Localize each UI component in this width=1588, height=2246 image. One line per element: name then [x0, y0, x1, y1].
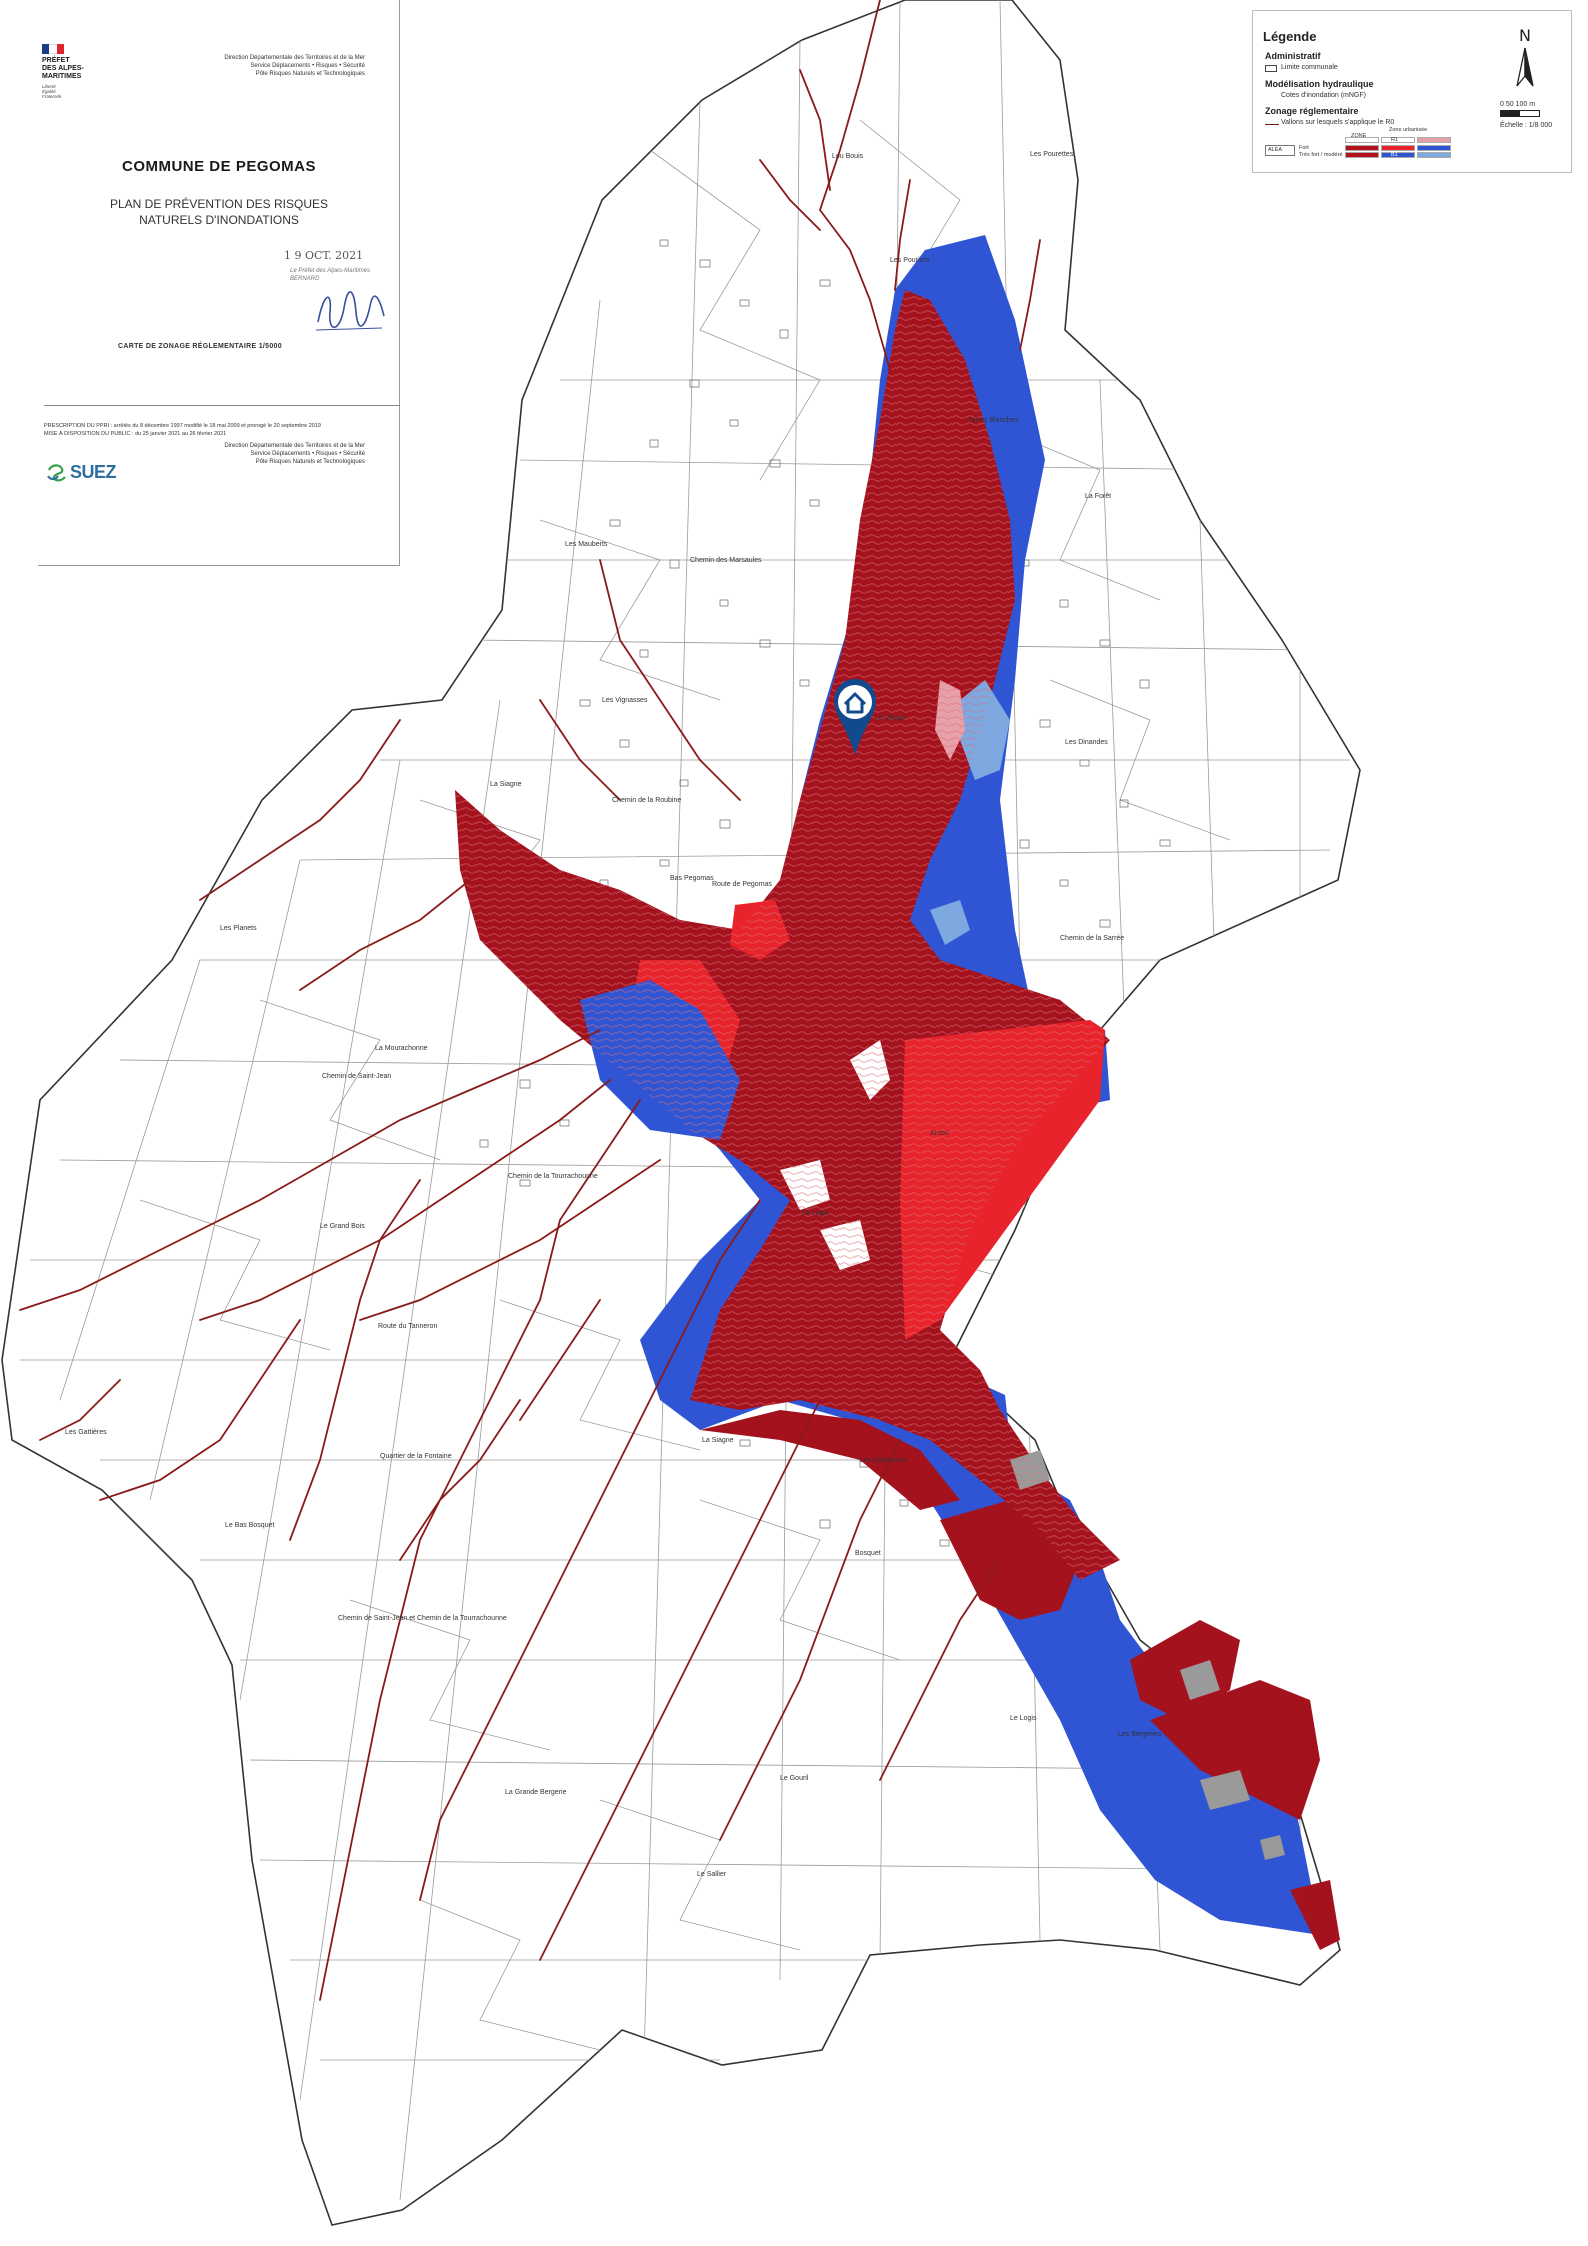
map-label: Chemin de la Sarrée	[1060, 935, 1124, 942]
map-label: Lou Bouis	[832, 153, 864, 160]
scale-bar: 0 50 100 m	[1500, 101, 1580, 119]
map-label: Bosquet	[855, 1550, 881, 1557]
french-flag-icon	[42, 44, 64, 54]
suez-wordmark: SUEZ	[70, 462, 117, 482]
location-pin-icon[interactable]	[832, 677, 878, 757]
direction-header: Direction Départementale des Territoires…	[224, 55, 365, 77]
direction-footer: Direction Départementale des Territoires…	[224, 443, 365, 465]
legend-table-r1: R1	[1391, 137, 1399, 143]
north-arrow-icon	[1516, 47, 1534, 87]
signature-icon	[315, 291, 385, 331]
map-label: Les Bergeries	[1118, 1731, 1162, 1738]
legend-heading-administratif: Administratif	[1265, 51, 1321, 61]
map-label: Les Planets	[220, 925, 257, 932]
zone-grey-d	[1260, 1835, 1285, 1860]
map-label: Les Gattières	[65, 1429, 107, 1436]
map-label: Ardou	[930, 1130, 949, 1137]
map-label: Chemin de Saint-Jean	[322, 1073, 391, 1080]
map-label: La Forêt	[1085, 493, 1111, 500]
zone-grey-c	[1200, 1770, 1250, 1810]
map-label: Quartier de la Fontaine	[380, 1453, 452, 1460]
legend-item-limite: Limite communale	[1281, 64, 1338, 71]
legend-table-row2: Très fort / modéré	[1299, 152, 1343, 158]
map-label: La Siagne	[490, 781, 522, 788]
map-label: La Grande Bergerie	[505, 1789, 567, 1796]
approval-stamp-signer: Le Préfet des Alpes-Maritimes BERNARD	[290, 268, 371, 282]
map-label: Bas Pegomas	[670, 875, 714, 882]
zone-red-south-c	[1150, 1680, 1320, 1820]
map-label: Terres Blanches	[968, 417, 1019, 424]
commune-title: COMMUNE DE PEGOMAS	[121, 158, 316, 175]
legend-heading-zonage: Zonage réglementaire	[1265, 106, 1359, 116]
map-label: Les Mauberts	[565, 541, 608, 548]
prescription-notes: PRESCRIPTION DU PPRI : arrêtés du 8 déce…	[44, 423, 321, 437]
legend-table-row1: Fort	[1299, 145, 1309, 151]
flood-zones	[455, 235, 1340, 1950]
legend-swatch-stream	[1265, 124, 1279, 125]
scale-ratio: Échelle : 1/8 000	[1500, 122, 1553, 129]
prefet-line: MARITIMES	[42, 73, 82, 80]
zone-red-corridor	[700, 1410, 960, 1510]
legend-heading-modelisation: Modélisation hydraulique	[1265, 79, 1374, 89]
zone-grey-b	[1180, 1660, 1220, 1700]
map-label: Le Bas Bosquet	[225, 1522, 274, 1529]
scale-label: 0 50 100 m	[1500, 101, 1536, 108]
legend-table-head: Zone urbanisée	[1389, 127, 1428, 133]
map-label: Les Pourettes	[1030, 151, 1074, 158]
map-label: Le Village	[875, 715, 906, 722]
legend-zoning-table: ALÉA Fort Très fort / modéré ZONE Zone u…	[1265, 127, 1455, 175]
prefet-line: DES ALPES-	[42, 65, 84, 72]
map-label: Les Vignasses	[602, 697, 648, 704]
map-labels: Lou Bouis Les Pourettes Les Pouriers Ter…	[65, 151, 1162, 1878]
approval-stamp-date: 1 9 OCT. 2021	[284, 249, 364, 262]
zone-hatch-overlay	[455, 290, 1120, 1580]
map-label: La Mourachonne	[375, 1045, 428, 1052]
legend-title: Légende	[1263, 29, 1317, 44]
map-label: La Siagne	[702, 1437, 734, 1444]
prefet-line: PRÉFET	[42, 57, 70, 64]
map-label: Chemin de la Roubine	[612, 797, 681, 804]
home-icon	[843, 692, 867, 714]
suez-logo: SUEZ	[46, 462, 117, 483]
zone-red-east-tail	[1290, 1880, 1340, 1950]
map-label: Chemin de la Tourrachounne	[508, 1173, 598, 1180]
map-label: Route du Tanneron	[378, 1323, 438, 1330]
plan-title: PLAN DE PRÉVENTION DES RISQUES NATURELS …	[109, 197, 329, 227]
north-arrow: N	[1510, 26, 1540, 96]
map-label: Le Logis	[1010, 1715, 1037, 1722]
map-label: Route de Pegomas	[712, 881, 772, 888]
legend-item-cotes: Cotes d'inondation (mNGF)	[1281, 92, 1366, 99]
map-label: Les Pouriers	[890, 257, 930, 264]
legend-panel: Légende Administratif Limite communale M…	[1252, 10, 1572, 173]
map-label: Le Sallier	[697, 1871, 727, 1878]
map-label: Le Logis	[802, 1210, 829, 1217]
map-label: Les Dinandes	[1065, 739, 1108, 746]
zone-lightblue-b	[930, 900, 970, 945]
legend-swatch-boundary	[1265, 65, 1277, 72]
scale-bar-graphic	[1500, 110, 1540, 117]
north-label: N	[1519, 26, 1531, 45]
map-label: Chemin de Saint-Jean et Chemin de la Tou…	[338, 1615, 507, 1622]
suez-swirl-icon	[47, 463, 66, 481]
map-type-caption: CARTE DE ZONAGE RÉGLEMENTAIRE 1/5000	[118, 343, 282, 350]
legend-table-zone: ZONE	[1351, 133, 1367, 139]
map-label: Le Gouril	[780, 1775, 809, 1782]
streams	[19, 0, 1041, 2001]
map-label: Le Grand Bois	[320, 1223, 365, 1230]
map-label: Les Calaneous	[860, 1457, 907, 1464]
legend-table-b1: B1	[1391, 152, 1398, 158]
legend-table-alea: ALÉA	[1268, 147, 1283, 153]
map-label: Chemin des Marsaules	[690, 557, 762, 564]
divider	[44, 405, 400, 406]
legend-item-vallons: Vallons sur lesquels s'applique le R0	[1281, 119, 1395, 126]
